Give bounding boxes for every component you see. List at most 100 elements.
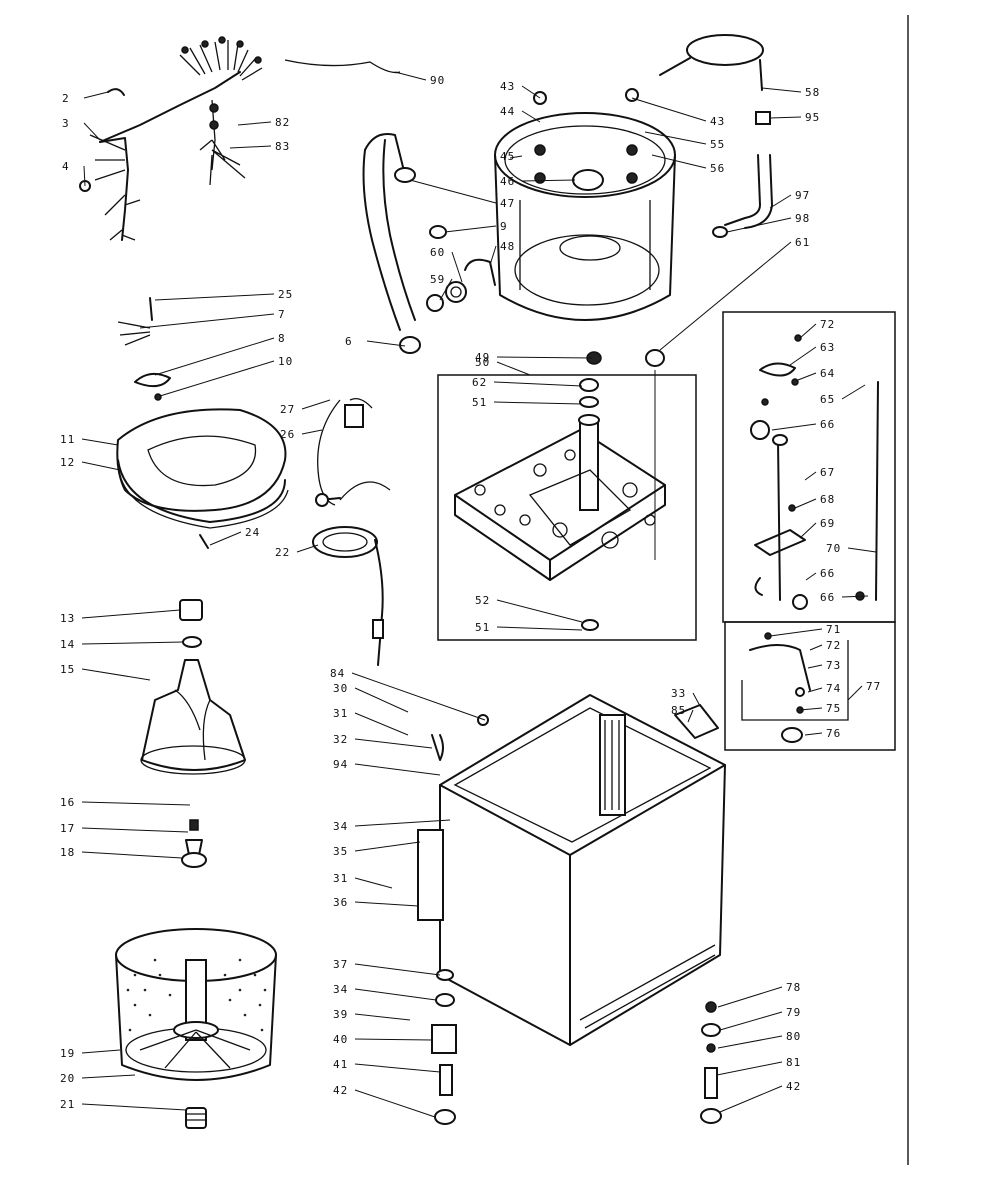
callout-label: 48 — [500, 240, 515, 253]
callout-label: 59 — [430, 273, 445, 286]
callout-leader — [521, 110, 541, 123]
callout-leader — [794, 498, 817, 509]
callout-label: 43 — [710, 115, 725, 128]
callout-leader — [301, 429, 323, 435]
callout-label: 39 — [333, 1008, 348, 1021]
callout-label: 43 — [500, 80, 515, 93]
callout-leader — [354, 687, 409, 713]
callout-leader — [154, 337, 275, 376]
callout-label: 47 — [500, 197, 515, 210]
callout-leader — [521, 179, 576, 182]
callout-label: 68 — [820, 493, 835, 506]
callout-leader — [799, 323, 817, 339]
callout-label: 27 — [280, 403, 295, 416]
callout-leader — [841, 384, 866, 400]
switch-assembly-box — [722, 311, 896, 623]
callout-label: 41 — [333, 1058, 348, 1071]
callout-leader — [354, 877, 393, 889]
callout-label: 34 — [333, 820, 348, 833]
callout-leader — [761, 87, 802, 93]
callout-leader — [354, 738, 433, 749]
callout-label: 13 — [60, 612, 75, 625]
callout-label: 80 — [786, 1030, 801, 1043]
callout-label: 37 — [333, 958, 348, 971]
callout-label: 20 — [60, 1072, 75, 1085]
callout-leader — [83, 91, 109, 99]
callout-label: 72 — [826, 639, 841, 652]
callout-label: 12 — [60, 456, 75, 469]
callout-label: 50 — [475, 356, 490, 369]
callout-leader — [659, 241, 792, 351]
callout-label: 19 — [60, 1047, 75, 1060]
callout-label: 11 — [60, 433, 75, 446]
callout-label: 62 — [472, 376, 487, 389]
callout-leader — [797, 372, 817, 381]
callout-leader — [351, 672, 486, 721]
capacitor-assembly — [315, 397, 391, 507]
callout-leader — [717, 1035, 783, 1049]
callout-label: 90 — [430, 74, 445, 87]
callout-leader — [719, 1011, 783, 1031]
callout-leader — [651, 154, 707, 169]
callout-label: 66 — [820, 567, 835, 580]
callout-leader — [847, 685, 863, 701]
callout-leader — [301, 399, 331, 410]
callout-label: 64 — [820, 367, 835, 380]
callout-leader — [716, 1061, 783, 1076]
callout-leader — [81, 641, 184, 645]
callout-label: 79 — [786, 1006, 801, 1019]
callout-leader — [83, 165, 86, 187]
inner-basket — [115, 928, 277, 1129]
callout-label: 10 — [278, 355, 293, 368]
callout-label: 35 — [333, 845, 348, 858]
callout-leader — [841, 595, 869, 598]
drain-hose — [362, 133, 496, 354]
callout-label: 2 — [62, 92, 70, 105]
callout-leader — [726, 217, 792, 233]
callout-label: 55 — [710, 138, 725, 151]
callout-label: 98 — [795, 212, 810, 225]
callout-label: 42 — [786, 1080, 801, 1093]
callout-leader — [644, 131, 707, 145]
callout-leader — [451, 251, 463, 283]
callout-label: 9 — [500, 220, 508, 233]
callout-leader — [81, 438, 119, 446]
callout-label: 33 — [671, 687, 686, 700]
callout-label: 44 — [500, 105, 515, 118]
callout-label: 25 — [278, 288, 293, 301]
callout-label: 70 — [826, 542, 841, 555]
callout-leader — [354, 763, 441, 776]
callout-leader — [209, 531, 242, 546]
callout-label: 40 — [333, 1033, 348, 1046]
callout-label: 4 — [62, 160, 70, 173]
callout-leader — [159, 360, 275, 397]
callout-label: 69 — [820, 517, 835, 530]
callout-leader — [81, 1049, 121, 1054]
callout-leader — [807, 664, 823, 669]
callout-leader — [804, 732, 823, 736]
callout-leader — [439, 278, 453, 301]
callout-leader — [496, 361, 531, 376]
callout-label: 85 — [671, 704, 686, 717]
callout-leader — [769, 194, 792, 209]
small-parts-left — [117, 297, 171, 401]
callout-leader — [769, 628, 823, 637]
agitator — [140, 599, 246, 868]
callout-label: 95 — [805, 111, 820, 124]
callout-leader — [354, 819, 451, 827]
callout-leader — [493, 401, 583, 405]
callout-leader — [354, 712, 409, 736]
callout-label: 31 — [333, 707, 348, 720]
callout-label: 45 — [500, 150, 515, 163]
callout-label: 7 — [278, 308, 286, 321]
callout-leader — [81, 1074, 136, 1079]
callout-label: 94 — [333, 758, 348, 771]
callout-label: 58 — [805, 86, 820, 99]
callout-leader — [394, 71, 427, 81]
callout-label: 97 — [795, 189, 810, 202]
callout-leader — [799, 707, 823, 711]
callout-label: 84 — [330, 667, 345, 680]
callout-label: 34 — [333, 983, 348, 996]
callout-label: 60 — [430, 246, 445, 259]
